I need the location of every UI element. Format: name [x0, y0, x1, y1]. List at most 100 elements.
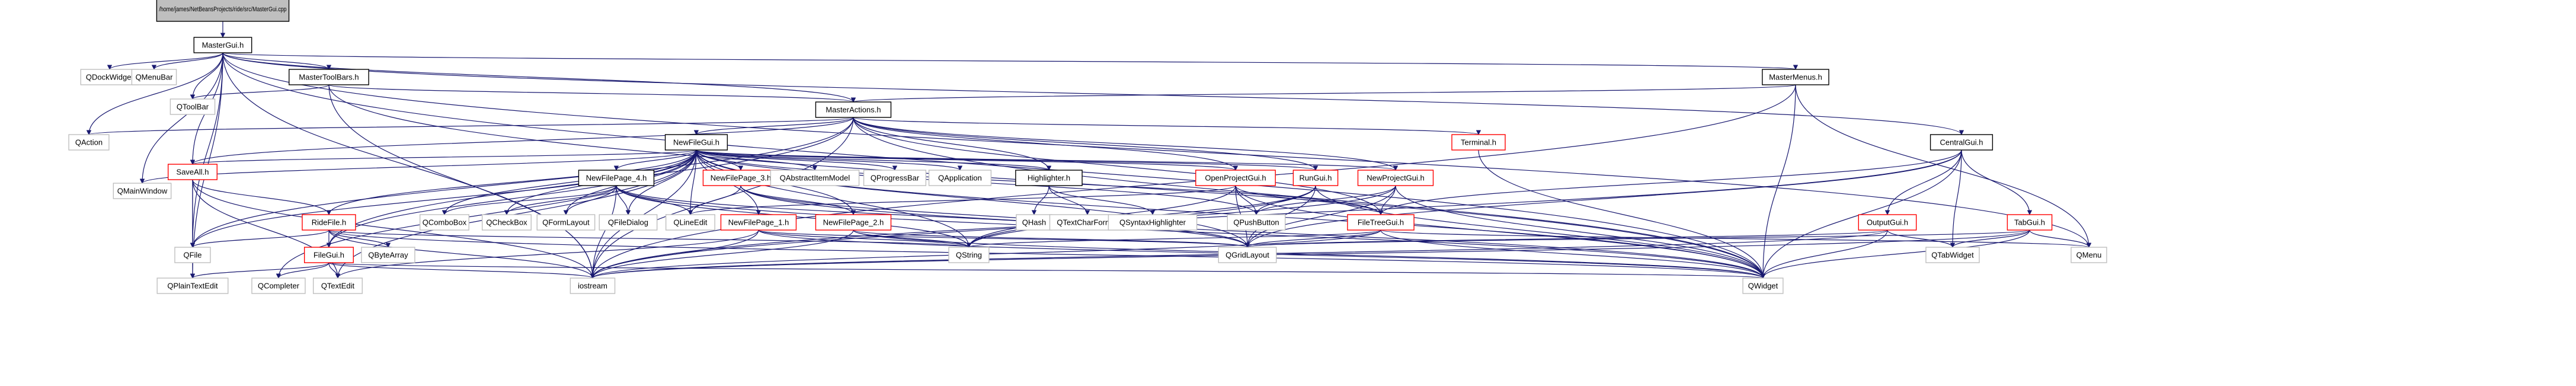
- node-label: iostream: [578, 281, 607, 290]
- edge-mastermenus-to-masteractions: [851, 84, 1796, 103]
- node-qtextedit[interactable]: QTextEdit: [313, 277, 363, 294]
- node-label: QGridLayout: [1225, 250, 1269, 259]
- node-qcombobox[interactable]: QComboBox: [420, 214, 470, 231]
- edge-ridefile-to-qstring: [328, 229, 971, 248]
- node-qcompleter[interactable]: QCompleter: [251, 277, 306, 294]
- node-qfiledialog[interactable]: QFileDialog: [599, 214, 658, 231]
- edge-mastergui-to-qmenu: [222, 52, 2092, 248]
- edge-mastergui-to-qmenubar: [151, 52, 223, 70]
- node-home-james-netbeansprojects-ride-src-mastergui-cpp[interactable]: /home/james/NetBeansProjects/ride/src/Ma…: [156, 0, 290, 22]
- node-box: [174, 247, 211, 263]
- node-qdockwidget[interactable]: QDockWidget: [80, 69, 139, 85]
- node-rungui-h[interactable]: RunGui.h: [1292, 170, 1339, 186]
- node-box: [578, 170, 655, 186]
- node-mastermenus-h[interactable]: MasterMenus.h: [1762, 69, 1829, 85]
- node-newfilepage-4-h[interactable]: NewFilePage_4.h: [578, 170, 655, 186]
- edge-newfilegui-to-qcombobox: [441, 149, 697, 215]
- node-newfilepage-2-h[interactable]: NewFilePage_2.h: [815, 214, 892, 231]
- node-qpushbutton[interactable]: QPushButton: [1227, 214, 1286, 231]
- node-qtoolbar[interactable]: QToolBar: [169, 98, 216, 115]
- node-box: [193, 37, 252, 53]
- node-qstring[interactable]: QString: [948, 247, 990, 263]
- edge-mastermenus-to-qmenu: [1795, 84, 2092, 248]
- node-mastertoolbars-h[interactable]: MasterToolBars.h: [289, 69, 369, 85]
- node-qcheckbox[interactable]: QCheckBox: [482, 214, 532, 231]
- node-qbytearray[interactable]: QByteArray: [361, 247, 415, 263]
- edge-newfilegui-to-highlighter: [696, 149, 1051, 171]
- node-qmenu[interactable]: QMenu: [2071, 247, 2107, 263]
- edge-ridefile-to-qwidget: [328, 229, 1765, 279]
- edge-newfilegui-to-qstring: [696, 149, 972, 248]
- node-filegui-h[interactable]: FileGui.h: [304, 247, 354, 263]
- node-qmenubar[interactable]: QMenuBar: [131, 69, 177, 85]
- node-qhash[interactable]: QHash: [1016, 214, 1052, 231]
- node-box: [169, 98, 216, 115]
- edge-outputgui-to-qgridlayout: [1245, 229, 1888, 248]
- node-box: [665, 214, 715, 231]
- node-box: [948, 247, 990, 263]
- edge-centralgui-to-outputgui: [1884, 149, 1962, 215]
- node-label: QCheckBox: [486, 218, 527, 227]
- edge-mastertoolbars-to-iostream: [328, 84, 596, 279]
- node-label: QSyntaxHighlighter: [1119, 218, 1186, 227]
- edge-highlighter-to-qhash: [1031, 185, 1049, 215]
- node-label: NewFilePage_3.h: [711, 173, 772, 182]
- edge-filetreegui-to-qwidget: [1380, 229, 1766, 279]
- edge-newfilepage-2-to-qgridlayout: [853, 229, 1250, 248]
- node-label: NewFilePage_2.h: [823, 218, 884, 227]
- node-qwidget[interactable]: QWidget: [1742, 277, 1784, 294]
- node-label: QCompleter: [258, 281, 300, 290]
- node-box: [928, 170, 992, 186]
- edge-layer: [86, 21, 2092, 279]
- edge-mastergui-to-qmainwindow: [139, 52, 223, 184]
- edge-newfilepage-4-to-qfiledialog: [616, 185, 631, 215]
- edge-centralgui-to-iostream: [590, 149, 1962, 279]
- node-terminal-h[interactable]: Terminal.h: [1451, 134, 1506, 151]
- node-qplaintextedit[interactable]: QPlainTextEdit: [156, 277, 229, 294]
- node-box: [304, 247, 354, 263]
- node-saveall-h[interactable]: SaveAll.h: [168, 164, 218, 180]
- node-qtabwidget[interactable]: QTabWidget: [1925, 247, 1980, 263]
- node-masteractions-h[interactable]: MasterActions.h: [815, 101, 892, 118]
- edge-filegui-to-qtextedit: [328, 262, 341, 279]
- node-highlighter-h[interactable]: Highlighter.h: [1015, 170, 1083, 186]
- node-qgridlayout[interactable]: QGridLayout: [1218, 247, 1277, 263]
- node-label: QFileDialog: [608, 218, 648, 227]
- node-outputgui-h[interactable]: OutputGui.h: [1858, 214, 1917, 231]
- node-qaction[interactable]: QAction: [68, 134, 110, 151]
- edge-filetreegui-to-qstring: [967, 229, 1381, 248]
- node-ridefile-h[interactable]: RideFile.h: [302, 214, 356, 231]
- edge-masteractions-to-terminal: [853, 117, 1481, 135]
- edge-newfilepage-3-to-qwidget: [740, 185, 1766, 279]
- node-newprojectgui-h[interactable]: NewProjectGui.h: [1357, 170, 1434, 186]
- edge-filegui-to-qplaintextedit: [190, 262, 329, 279]
- edge-newfilegui-to-saveall: [190, 149, 697, 165]
- node-label: NewFileGui.h: [673, 138, 719, 146]
- node-qabstractitemmodel[interactable]: QAbstractItemModel: [770, 170, 860, 186]
- node-tabgui-h[interactable]: TabGui.h: [2007, 214, 2053, 231]
- node-centralgui-h[interactable]: CentralGui.h: [1929, 134, 1993, 151]
- node-label: QByteArray: [368, 250, 408, 259]
- edge-newfilegui-to-qcompleter: [276, 149, 697, 279]
- node-label: QToolBar: [177, 102, 209, 111]
- node-newfilegui-h[interactable]: NewFileGui.h: [664, 134, 728, 151]
- node-qlineedit[interactable]: QLineEdit: [665, 214, 715, 231]
- node-newfilepage-1-h[interactable]: NewFilePage_1.h: [720, 214, 797, 231]
- node-filetreegui-h[interactable]: FileTreeGui.h: [1347, 214, 1415, 231]
- node-qfile[interactable]: QFile: [174, 247, 211, 263]
- node-box: [361, 247, 415, 263]
- node-qformlayout[interactable]: QFormLayout: [536, 214, 596, 231]
- node-qapplication[interactable]: QApplication: [928, 170, 992, 186]
- node-qsyntaxhighlighter[interactable]: QSyntaxHighlighter: [1108, 214, 1198, 231]
- edge-openprojectgui-to-qlineedit: [688, 185, 1236, 215]
- node-mastergui-h[interactable]: MasterGui.h: [193, 37, 252, 53]
- node-openprojectgui-h[interactable]: OpenProjectGui.h: [1195, 170, 1276, 186]
- node-newfilepage-3-h[interactable]: NewFilePage_3.h: [702, 170, 779, 186]
- node-iostream[interactable]: iostream: [569, 277, 616, 294]
- node-label: QMenuBar: [136, 72, 174, 81]
- edge-mastergui-to-qfile: [190, 52, 223, 248]
- node-qprogressbar[interactable]: QProgressBar: [863, 170, 927, 186]
- edge-newfilepage-1-to-iostream: [590, 229, 759, 279]
- node-label: QComboBox: [423, 218, 467, 227]
- node-qmainwindow[interactable]: QMainWindow: [113, 183, 172, 199]
